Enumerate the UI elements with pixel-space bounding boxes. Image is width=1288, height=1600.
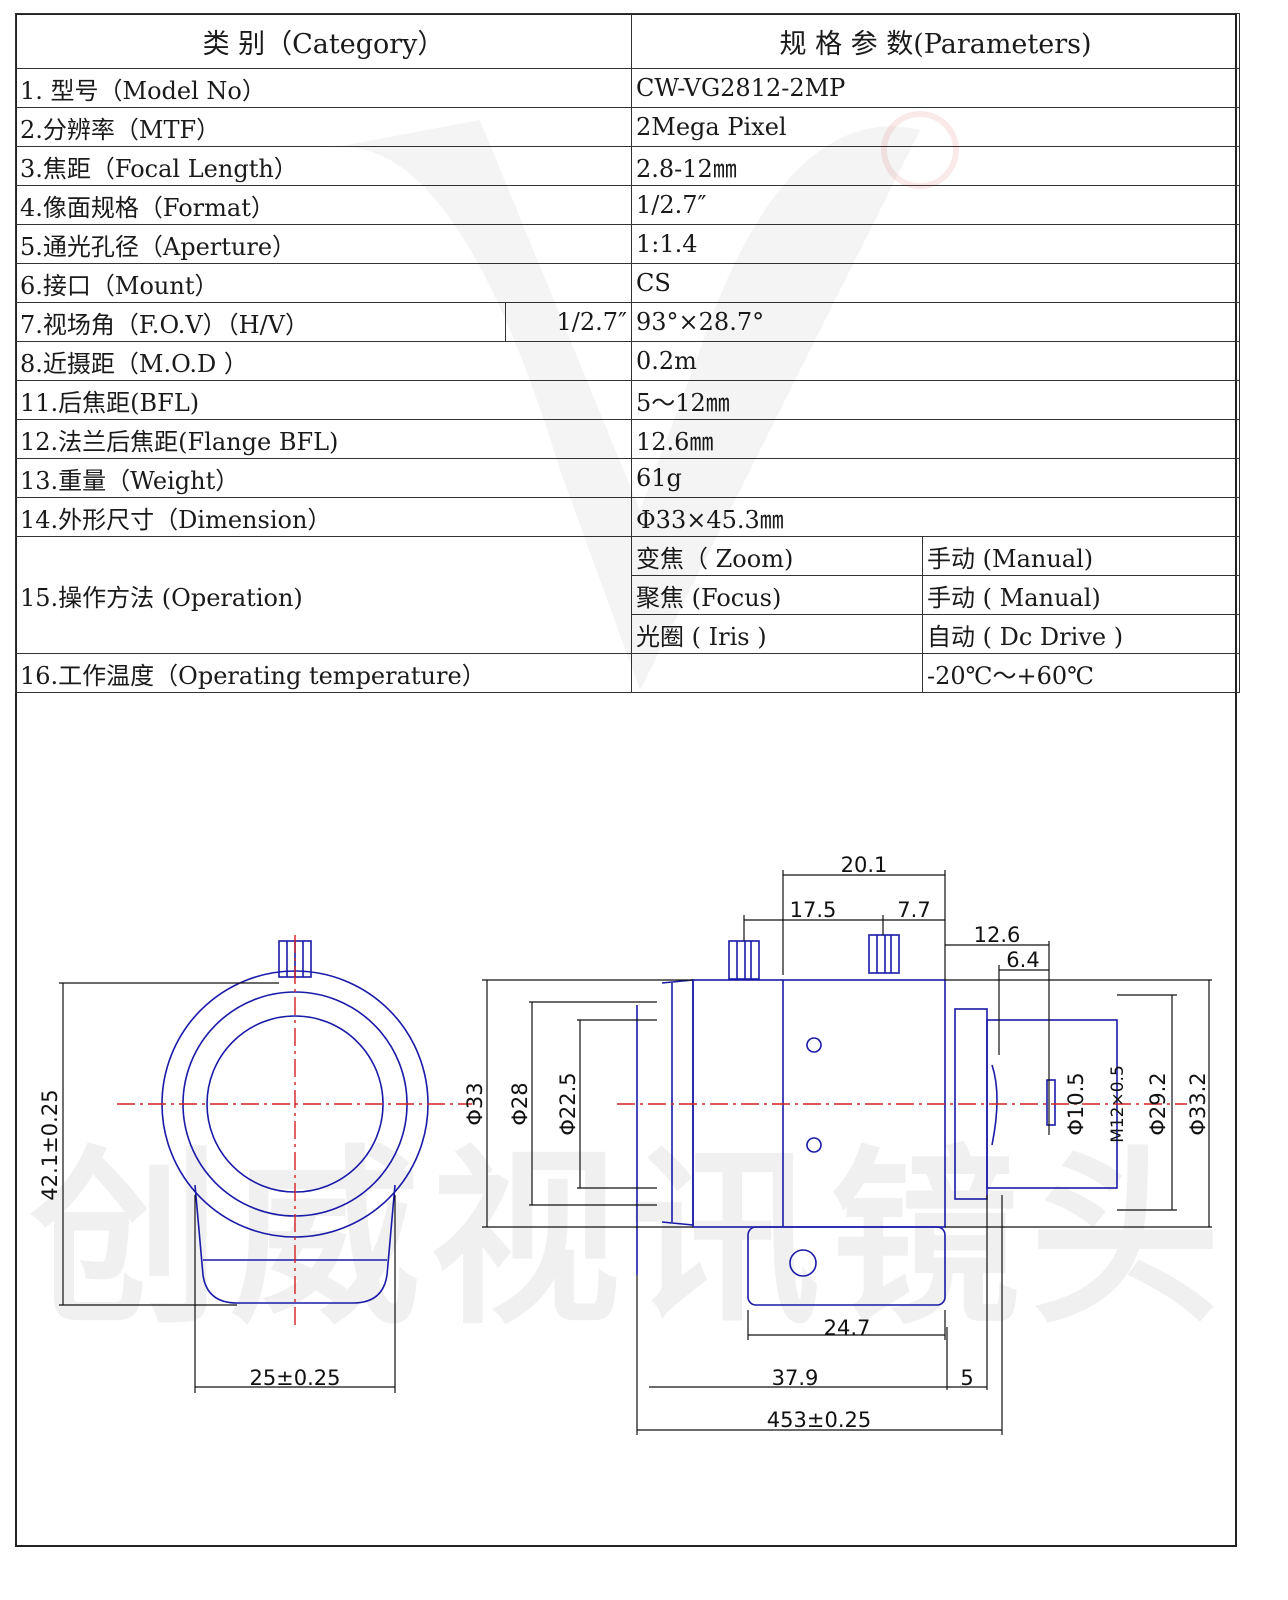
- row-label: 2.分辨率（MTF）: [15, 107, 632, 147]
- operation-mode: 手动 ( Manual): [921, 575, 1241, 615]
- table-row: 1. 型号（Model No） CW-VG2812-2MP: [15, 68, 1241, 108]
- parameters-header: 规 格 参 数(Parameters): [630, 13, 1241, 69]
- side-front-flare: [661, 979, 694, 1226]
- table-row: 7.视场角（F.O.V）（H/V） 1/2.7″ 93°×28.7°: [15, 302, 1241, 342]
- row-value: 12.6㎜: [630, 419, 1241, 459]
- dim-body: 37.9: [772, 1366, 819, 1390]
- side-screw-hole: [806, 1037, 822, 1053]
- row-label: 12.法兰后焦距(Flange BFL): [15, 419, 632, 459]
- dim-d33-2: Φ33.2: [1186, 1072, 1210, 1135]
- side-screw-left: [728, 940, 760, 980]
- dim-front-height: 42.1±0.25: [38, 1089, 62, 1200]
- dim-top-a: 17.5: [790, 898, 837, 922]
- row-value: 2Mega Pixel: [630, 107, 1241, 147]
- dim-total-length: 453±0.25: [767, 1408, 871, 1432]
- operation-label: 15.操作方法 (Operation): [15, 536, 632, 654]
- dim-front-width: 25±0.25: [249, 1366, 340, 1390]
- row-label: 3.焦距（Focal Length）: [15, 146, 632, 186]
- table-row: 12.法兰后焦距(Flange BFL) 12.6㎜: [15, 419, 1241, 459]
- table-row: 15.操作方法 (Operation) 变焦（ Zoom) 手动 (Manual…: [15, 536, 1241, 654]
- dim-rear-length: 5: [960, 1366, 973, 1390]
- lens-dimension-drawing: 42.1±0.25 25±0.25 20.1 17.5 7.7 12.6 6.4…: [38, 853, 1212, 1435]
- row-label: 7.视场角（F.O.V）（H/V）: [15, 302, 506, 342]
- operation-name: 变焦（ Zoom): [631, 536, 923, 576]
- category-header: 类 别（Category）: [15, 13, 632, 69]
- row-label: 8.近摄距（M.O.D ）: [15, 341, 632, 381]
- operation-mode: 手动 (Manual): [921, 536, 1241, 576]
- row-label: 5.通光孔径（Aperture）: [15, 224, 632, 264]
- table-header: 类 别（Category） 规 格 参 数(Parameters): [15, 13, 1241, 69]
- table-row: 14.外形尺寸（Dimension） Φ33×45.3㎜: [15, 497, 1241, 537]
- dim-top-b: 7.7: [897, 898, 930, 922]
- side-screw-right: [868, 934, 900, 974]
- temperature-value: -20℃～+60℃: [921, 653, 1241, 693]
- temperature-label: 16.工作温度（Operating temperature）: [15, 653, 632, 693]
- operation-mode: 自动 ( Dc Drive ): [921, 614, 1241, 654]
- row-value: CW-VG2812-2MP: [630, 68, 1241, 108]
- table-row: 6.接口（Mount） CS: [15, 263, 1241, 303]
- table-row: 11.后焦距(BFL) 5～12㎜: [15, 380, 1241, 420]
- row-value: 0.2m: [630, 341, 1241, 381]
- row-value: 61g: [630, 458, 1241, 498]
- row-value: 2.8-12㎜: [630, 146, 1241, 186]
- operation-name: 聚焦 (Focus): [631, 575, 923, 615]
- spec-table: 类 别（Category） 规 格 参 数(Parameters) 1. 型号（…: [15, 13, 1241, 693]
- row-label: 4.像面规格（Format）: [15, 185, 632, 225]
- side-mount-base: [747, 1226, 946, 1306]
- row-label: 6.接口（Mount）: [15, 263, 632, 303]
- dim-rear: 6.4: [1006, 948, 1039, 972]
- dim-d33: Φ33: [463, 1082, 487, 1125]
- row-value: 1/2.7″: [630, 185, 1241, 225]
- table-row: 8.近摄距（M.O.D ） 0.2m: [15, 341, 1241, 381]
- table-row: 4.像面规格（Format） 1/2.7″: [15, 185, 1241, 225]
- table-row: 光圈 ( Iris ) 自动 ( Dc Drive ): [16, 614, 1241, 654]
- front-mount-base: [194, 1184, 396, 1304]
- row-sub-label: 1/2.7″: [505, 302, 632, 342]
- table-row: 16.工作温度（Operating temperature） -20℃～+60℃: [15, 653, 1241, 693]
- side-base-hole: [789, 1249, 817, 1277]
- dim-d28: Φ28: [508, 1082, 532, 1125]
- dim-d22-5: Φ22.5: [556, 1072, 580, 1135]
- row-value: 5～12㎜: [630, 380, 1241, 420]
- temperature-empty: [631, 653, 923, 693]
- dim-thread: M12×0.5: [1108, 1065, 1128, 1143]
- row-value: Φ33×45.3㎜: [630, 497, 1241, 537]
- table-row: 5.通光孔径（Aperture） 1:1.4: [15, 224, 1241, 264]
- table-row: 3.焦距（Focal Length） 2.8-12㎜: [15, 146, 1241, 186]
- table-row: 2.分辨率（MTF） 2Mega Pixel: [15, 107, 1241, 147]
- row-label: 14.外形尺寸（Dimension）: [15, 497, 632, 537]
- dim-top-total: 20.1: [841, 853, 888, 877]
- row-value: CS: [630, 263, 1241, 303]
- row-value: 1:1.4: [630, 224, 1241, 264]
- dim-d29-2: Φ29.2: [1146, 1072, 1170, 1135]
- row-label: 1. 型号（Model No）: [15, 68, 632, 108]
- row-label: 13.重量（Weight）: [15, 458, 632, 498]
- dim-d10-5: Φ10.5: [1064, 1072, 1088, 1135]
- row-value: 93°×28.7°: [630, 302, 1241, 342]
- operation-name: 光圈 ( Iris ): [631, 614, 923, 654]
- dim-base: 24.7: [824, 1316, 871, 1340]
- side-screw-hole: [806, 1137, 822, 1153]
- table-row: 13.重量（Weight） 61g: [15, 458, 1241, 498]
- table-row: 聚焦 (Focus) 手动 ( Manual): [16, 575, 1241, 615]
- dim-flange: 12.6: [974, 923, 1021, 947]
- row-label: 11.后焦距(BFL): [15, 380, 632, 420]
